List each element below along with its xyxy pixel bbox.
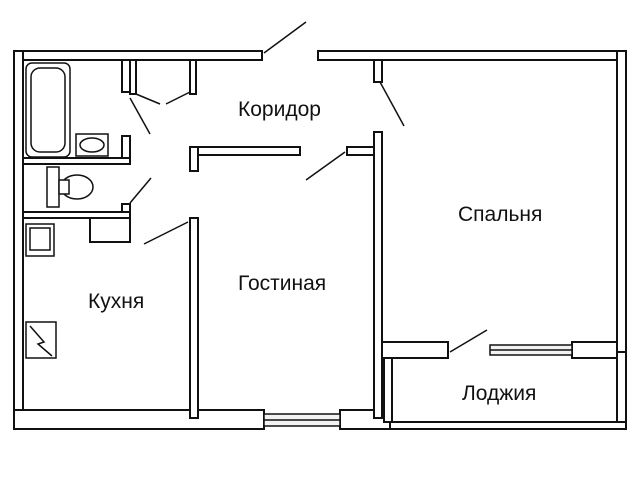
left-wall xyxy=(13,50,24,430)
partition-living-bedroom-top xyxy=(346,146,375,156)
door-bedroom xyxy=(379,81,405,127)
door-entrance xyxy=(263,21,307,54)
stove-icon xyxy=(25,321,57,359)
toilet-icon xyxy=(46,166,94,208)
door-living xyxy=(305,151,346,181)
door-loggia xyxy=(449,329,488,353)
loggia-wall-right xyxy=(571,341,618,359)
windows xyxy=(263,344,573,427)
bath-wall-bottom xyxy=(22,157,131,165)
doors xyxy=(129,21,488,353)
partition-corridor-bedroom xyxy=(373,59,383,83)
top-wall-left xyxy=(13,50,263,61)
kitchen-sink-icon xyxy=(25,223,55,257)
closet-wall-right xyxy=(189,59,197,95)
bottom-wall-loggia xyxy=(389,421,627,430)
door-bathroom xyxy=(129,97,151,135)
outer-walls xyxy=(13,50,627,430)
top-wall-right xyxy=(317,50,627,61)
closet-wall-left xyxy=(129,59,137,95)
fixtures xyxy=(25,62,109,359)
room-label-corridor: Коридор xyxy=(238,98,321,121)
sink-icon xyxy=(75,133,109,157)
bottom-wall-kitchen xyxy=(13,409,265,430)
partition-living-bedroom xyxy=(373,131,383,419)
bath-wall-right-top xyxy=(121,59,131,93)
partition-kitchen-living xyxy=(189,217,199,419)
right-wall-loggia xyxy=(616,351,627,430)
kitchen-niche xyxy=(89,217,131,243)
loggia-left-wall xyxy=(383,357,393,423)
door-closet-left xyxy=(135,93,161,105)
wc-wall-bottom xyxy=(22,211,131,219)
room-label-bedroom: Спальня xyxy=(458,203,542,226)
room-label-kitchen: Кухня xyxy=(88,290,144,313)
partition-kitchen-living-top xyxy=(189,146,199,172)
bathtub-icon xyxy=(25,62,71,158)
door-wc xyxy=(129,177,152,204)
door-closet-right xyxy=(165,91,191,105)
room-labels: Коридор Спальня Гостиная Кухня Лоджия xyxy=(88,98,542,405)
loggia-wall-left xyxy=(381,341,449,359)
door-kitchen xyxy=(143,221,189,245)
room-label-living-room: Гостиная xyxy=(238,272,326,295)
room-label-loggia: Лоджия xyxy=(462,382,536,405)
living-top-wall xyxy=(197,146,301,156)
right-wall-upper xyxy=(616,50,627,360)
